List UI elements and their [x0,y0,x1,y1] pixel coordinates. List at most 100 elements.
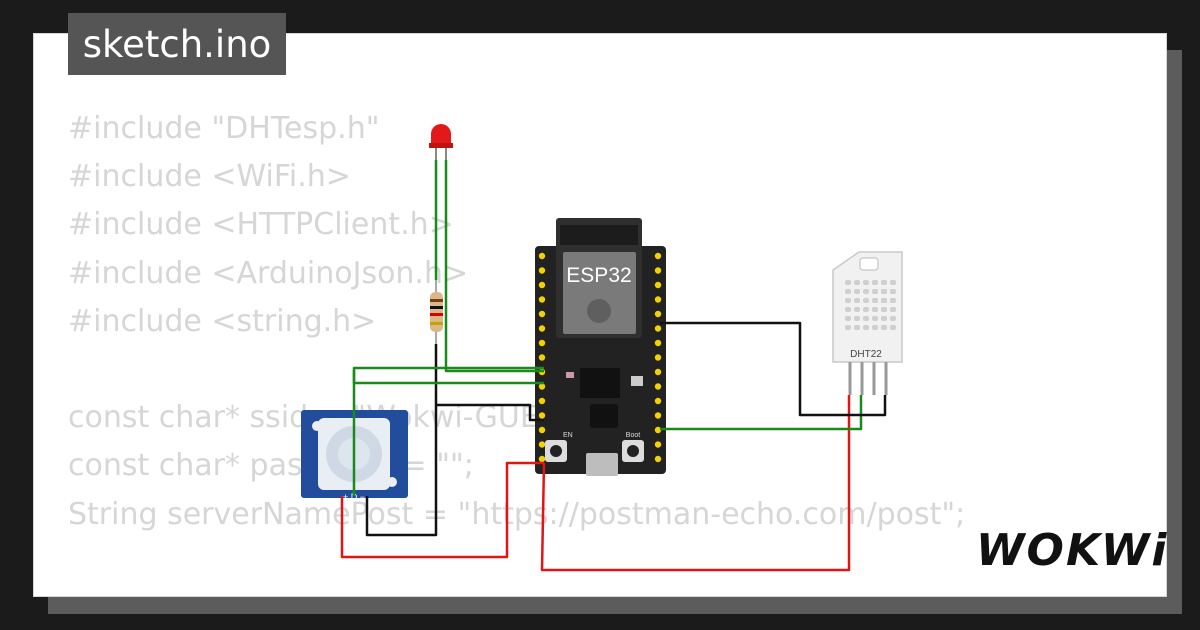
header-pin[interactable] [654,368,662,376]
header-pin[interactable] [654,354,662,361]
header-pin[interactable] [654,325,662,332]
esp32-antenna [560,225,638,245]
header-pin[interactable] [654,455,662,463]
header-pin[interactable] [654,426,662,434]
header-pin[interactable] [654,267,662,274]
dht22-vent-slot [890,280,896,285]
dht22-vent-slot [863,280,869,285]
dht22-vent-slot [863,316,869,321]
dht22-vent-slot [845,316,851,321]
dht22-vent-slot [881,298,887,303]
wire-gnd-esp[interactable] [436,403,544,422]
dht22-vent-slot [890,325,896,330]
header-pin[interactable] [538,383,546,390]
dht22-vent-slot [881,307,887,312]
dht22-vent-slot [854,316,860,321]
wire-dht-gnd[interactable] [660,321,887,417]
header-pin[interactable] [654,310,662,318]
red-led[interactable] [429,124,453,160]
usb-serial-chip [580,368,620,398]
wire-dht-data[interactable] [660,395,863,431]
wire-pir-vcc[interactable] [340,461,544,559]
dht22-vent-slot [845,325,851,330]
file-title: sketch.ino [68,13,286,75]
header-pin[interactable] [654,397,662,405]
code-line-3: #include <HTTPClient.h> [68,207,454,243]
dht22-vent-slot [881,316,887,321]
header-pin[interactable] [654,252,662,260]
code-line-1: #include "DHTesp.h" [68,111,380,146]
resistor-body [430,292,443,332]
dht22-vent-slot [890,289,896,294]
dht22-sensor[interactable]: DHT22 [832,251,903,395]
wire-pir-data-2[interactable] [352,370,544,385]
wire-resistor-gnd[interactable] [365,344,438,537]
wire-pir-data[interactable] [352,366,544,496]
dht22-vent-slot [881,280,887,285]
smd-led [566,372,574,378]
boot-button-cap [627,445,639,457]
dht22-vent-slot [872,307,878,312]
esp32-right-pins [654,252,662,463]
dht22-mount [859,257,879,271]
header-pin[interactable] [538,426,546,434]
dht22-vent-slot [872,298,878,303]
header-pin[interactable] [538,339,546,347]
esp32-label: ESP32 [566,264,631,287]
dht22-vent-slot [890,307,896,312]
dht22-body [832,251,903,363]
header-pin[interactable] [538,412,546,419]
boot-label: Boot [626,432,640,439]
header-pin[interactable] [654,383,662,390]
code-line-2: #include <WiFi.h> [68,159,351,195]
dht22-vent-slot [863,289,869,294]
dht22-vent-slot [854,298,860,303]
dht22-vent-slot [863,298,869,303]
esp32-shield [563,252,636,334]
dht22-vent-slot [881,325,887,330]
header-pin[interactable] [538,441,546,448]
dht22-vent-slot [863,307,869,312]
header-pin[interactable] [538,252,546,260]
code-line-11: DHTesp dhtSensor; [68,587,965,596]
header-pin[interactable] [538,296,546,303]
header-pin[interactable] [538,354,546,361]
pir-pin-labels: + D − [343,492,365,502]
dht22-vent-grid [845,280,896,330]
wokwi-logo: WOKWi [976,525,1169,576]
wire-led-anode[interactable] [444,160,544,373]
header-pin[interactable] [654,296,662,303]
esp32-left-pins [538,252,546,463]
resistor-band-3 [430,313,443,316]
espressif-logo-icon [587,299,611,323]
header-pin[interactable] [654,339,662,347]
dht22-vent-slot [890,298,896,303]
en-button-cap [550,445,562,457]
resistor[interactable] [430,280,443,344]
code-line-4: #include <ArduinoJson.h> [68,255,469,291]
header-pin[interactable] [654,441,662,448]
resistor-band-2 [430,306,443,309]
dht22-vent-slot [845,280,851,285]
led-body [431,124,451,146]
header-pin[interactable] [538,267,546,274]
header-pin[interactable] [538,310,546,318]
led-rim [429,143,453,148]
dht22-vent-slot [872,289,878,294]
wire-dht-vcc[interactable] [540,395,851,572]
header-pin[interactable] [538,397,546,405]
dht22-vent-slot [872,316,878,321]
header-pin[interactable] [654,281,662,289]
code-line-5: #include <string.h> [68,303,377,339]
regulator-chip [590,404,618,428]
en-label: EN [563,432,573,439]
header-pin[interactable] [538,455,546,463]
esp32-board[interactable]: ESP32 EN Boot [535,218,666,476]
header-pin[interactable] [538,325,546,332]
header-pin[interactable] [654,412,662,419]
dht22-vent-slot [872,280,878,285]
header-pin[interactable] [538,281,546,289]
dht22-vent-slot [854,307,860,312]
dht22-vent-slot [845,298,851,303]
